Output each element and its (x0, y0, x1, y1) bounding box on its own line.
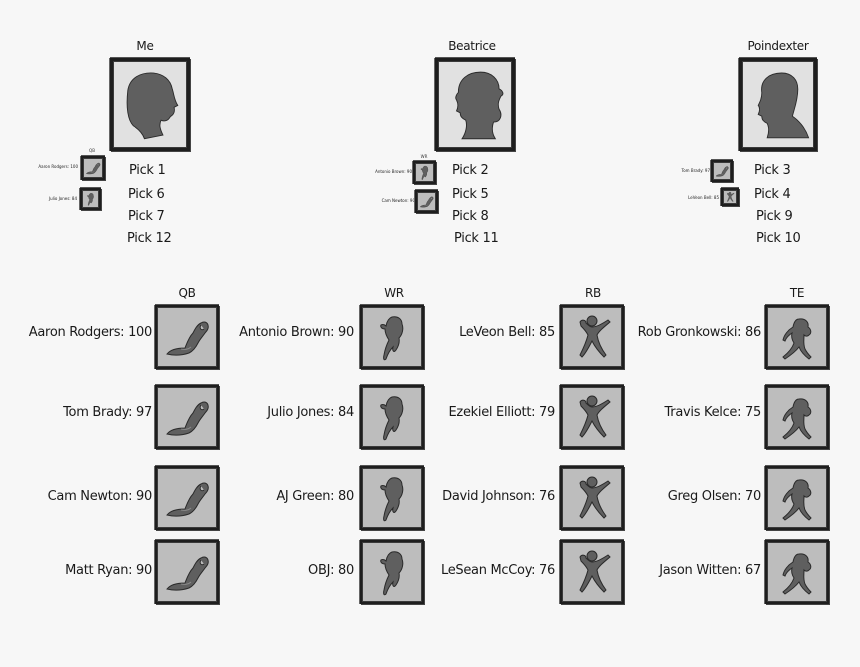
owner-name: Me (136, 39, 154, 53)
player-label: Aaron Rodgers: 100 (28, 325, 153, 340)
player-label: Julio Jones: 84 (267, 405, 354, 420)
rb-icon[interactable] (560, 466, 624, 530)
pick-label: Pick 3 (754, 163, 791, 178)
player-label: Greg Olsen: 70 (667, 489, 762, 504)
male-profile-icon (110, 58, 190, 151)
pick-label: Pick 2 (452, 163, 489, 178)
player-label: Jason Witten: 67 (659, 563, 761, 578)
pick-label: Pick 5 (452, 187, 489, 202)
player-label: Rob Gronkowski: 86 (637, 325, 762, 340)
rb-icon[interactable] (560, 540, 624, 604)
wr-icon[interactable] (360, 305, 424, 369)
player-label: AJ Green: 80 (276, 489, 354, 504)
player-label: OBJ: 80 (308, 563, 354, 578)
te-icon[interactable] (765, 466, 829, 530)
pick-label: Pick 12 (127, 231, 172, 246)
roster-position-label: WR (420, 154, 428, 159)
pick-label: Pick 7 (128, 209, 165, 224)
female-profile-icon (435, 58, 515, 151)
player-label: Tom Brady: 97 (63, 405, 152, 420)
pick-label: Pick 4 (754, 187, 791, 202)
pick-label: Pick 6 (128, 187, 165, 202)
wr-icon[interactable] (413, 161, 436, 184)
position-header: WR (384, 286, 404, 300)
rb-icon[interactable] (560, 305, 624, 369)
pick-label: Pick 8 (452, 209, 489, 224)
qb-icon[interactable] (155, 305, 219, 369)
pick-label: Pick 9 (756, 209, 793, 224)
player-label: David Johnson: 76 (442, 489, 555, 504)
male-profile-curly-icon (739, 58, 817, 151)
player-label: LeSean McCoy: 76 (441, 563, 555, 578)
player-label: Antonio Brown: 90 (239, 325, 354, 340)
roster-player-label: Antonio Brown: 90 (375, 169, 412, 174)
te-icon[interactable] (765, 540, 829, 604)
position-header: QB (178, 286, 196, 300)
roster-player-label: Julio Jones: 84 (48, 196, 77, 201)
qb-icon[interactable] (81, 156, 105, 180)
pick-label: Pick 1 (129, 163, 166, 178)
player-label: Matt Ryan: 90 (65, 563, 152, 578)
pick-label: Pick 11 (454, 231, 499, 246)
te-icon[interactable] (765, 305, 829, 369)
qb-icon[interactable] (155, 385, 219, 449)
wr-icon[interactable] (360, 540, 424, 604)
rb-icon[interactable] (721, 188, 739, 206)
wr-icon[interactable] (80, 188, 101, 210)
position-header: TE (789, 286, 805, 300)
qb-icon[interactable] (415, 190, 438, 213)
roster-player-label: Cam Newton: 90 (381, 198, 415, 203)
position-header: RB (585, 286, 601, 300)
roster-player-label: LeVeon Bell: 85 (688, 195, 719, 200)
te-icon[interactable] (765, 385, 829, 449)
qb-icon[interactable] (155, 540, 219, 604)
player-label: Ezekiel Elliott: 79 (448, 405, 556, 420)
owner-name: Beatrice (448, 39, 496, 53)
wr-icon[interactable] (360, 466, 424, 530)
player-label: Travis Kelce: 75 (664, 405, 762, 420)
qb-icon[interactable] (711, 160, 733, 182)
qb-icon[interactable] (155, 466, 219, 530)
owner-name: Poindexter (747, 39, 809, 53)
roster-position-label: QB (89, 148, 95, 153)
pick-label: Pick 10 (756, 231, 801, 246)
player-label: Cam Newton: 90 (47, 489, 153, 504)
player-label: LeVeon Bell: 85 (459, 325, 555, 340)
roster-player-label: Tom Brady: 97 (681, 168, 710, 173)
roster-player-label: Aaron Rodgers: 100 (38, 164, 78, 169)
rb-icon[interactable] (560, 385, 624, 449)
wr-icon[interactable] (360, 385, 424, 449)
